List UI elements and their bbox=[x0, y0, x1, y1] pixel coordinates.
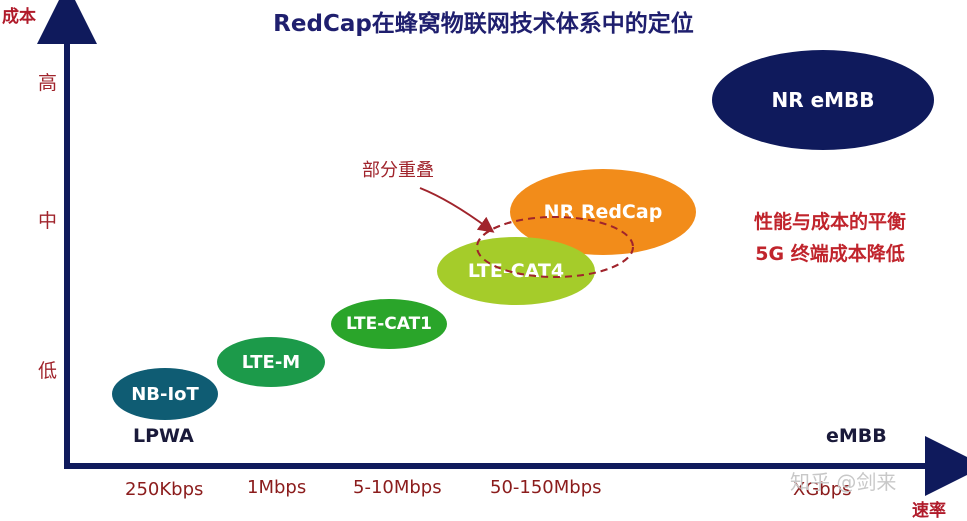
tech-nr-embb-label: NR eMBB bbox=[771, 88, 875, 112]
tech-lte-cat1: LTE-CAT1 bbox=[331, 299, 447, 349]
overlap-callout: 部分重叠 bbox=[362, 160, 434, 181]
y-level-mid: 中 bbox=[38, 210, 58, 232]
x-tick-250kbps: 250Kbps bbox=[125, 479, 204, 500]
x-tick-1mbps: 1Mbps bbox=[247, 477, 307, 498]
y-level-low: 低 bbox=[38, 360, 58, 382]
tech-lte-m-label: LTE-M bbox=[241, 351, 301, 373]
x-axis-label: 速率 bbox=[912, 501, 946, 521]
y-axis-label: 成本 bbox=[2, 7, 36, 27]
tech-lte-m: LTE-M bbox=[217, 337, 325, 387]
group-label-lpwa: LPWA bbox=[133, 425, 194, 447]
watermark: 知乎 @剑来 bbox=[790, 470, 897, 494]
group-label-embb: eMBB bbox=[826, 425, 887, 447]
tech-lte-cat1-label: LTE-CAT1 bbox=[345, 314, 433, 334]
tech-lte-cat4: LTE-CAT4 bbox=[437, 237, 595, 305]
balance-note-line-1: 性能与成本的平衡 bbox=[753, 211, 906, 233]
x-tick-xgbps: XGbps bbox=[793, 479, 852, 500]
diagram-title: RedCap在蜂窝物联网技术体系中的定位 bbox=[273, 11, 694, 37]
x-tick-50-150mbps: 50-150Mbps bbox=[490, 477, 602, 498]
tech-nr-redcap-label: NR RedCap bbox=[543, 201, 663, 223]
tech-nb-iot: NB-IoT bbox=[112, 368, 218, 420]
y-level-high: 高 bbox=[38, 72, 58, 94]
tech-nr-embb: NR eMBB bbox=[712, 50, 934, 150]
tech-lte-cat4-label: LTE-CAT4 bbox=[467, 260, 565, 282]
tech-nb-iot-label: NB-IoT bbox=[131, 383, 199, 405]
balance-note-line-2: 5G 终端成本降低 bbox=[755, 243, 905, 265]
balance-note: 性能与成本的平衡 5G 终端成本降低 bbox=[718, 206, 942, 270]
callout-arrow bbox=[419, 187, 495, 233]
x-tick-5-10mbps: 5-10Mbps bbox=[353, 477, 442, 498]
